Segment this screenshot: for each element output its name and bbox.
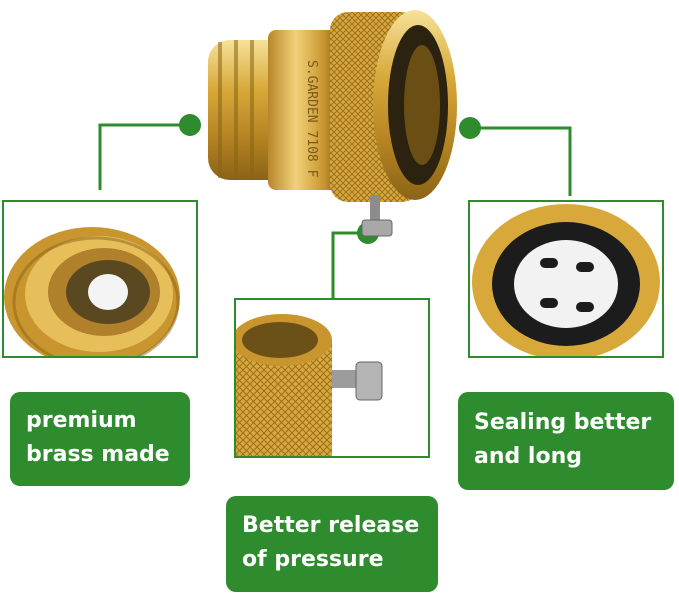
connector-right xyxy=(470,126,572,196)
detail-image-seal xyxy=(468,200,664,358)
callout-sealing: Sealing better and long xyxy=(458,392,674,490)
callout-line: and long xyxy=(474,444,582,469)
detail-image-pressure-release xyxy=(234,298,430,458)
connector-middle xyxy=(331,231,368,298)
callout-line: of pressure xyxy=(242,547,384,572)
callout-line: Sealing better xyxy=(474,410,652,435)
callout-premium-brass: premium brass made xyxy=(10,392,190,486)
callout-line: brass made xyxy=(26,442,170,467)
detail-image-brass xyxy=(2,200,198,358)
connector-left xyxy=(98,123,190,190)
callout-pressure-release: Better release of pressure xyxy=(226,496,438,592)
connector-dot-left xyxy=(179,114,201,136)
connector-dot-right xyxy=(459,117,481,139)
main-product-image: S.GARDEN 7108 F xyxy=(208,10,457,237)
callout-line: premium xyxy=(26,408,137,433)
callout-line: Better release xyxy=(242,513,420,538)
product-engraving: S.GARDEN 7108 F xyxy=(304,60,319,178)
